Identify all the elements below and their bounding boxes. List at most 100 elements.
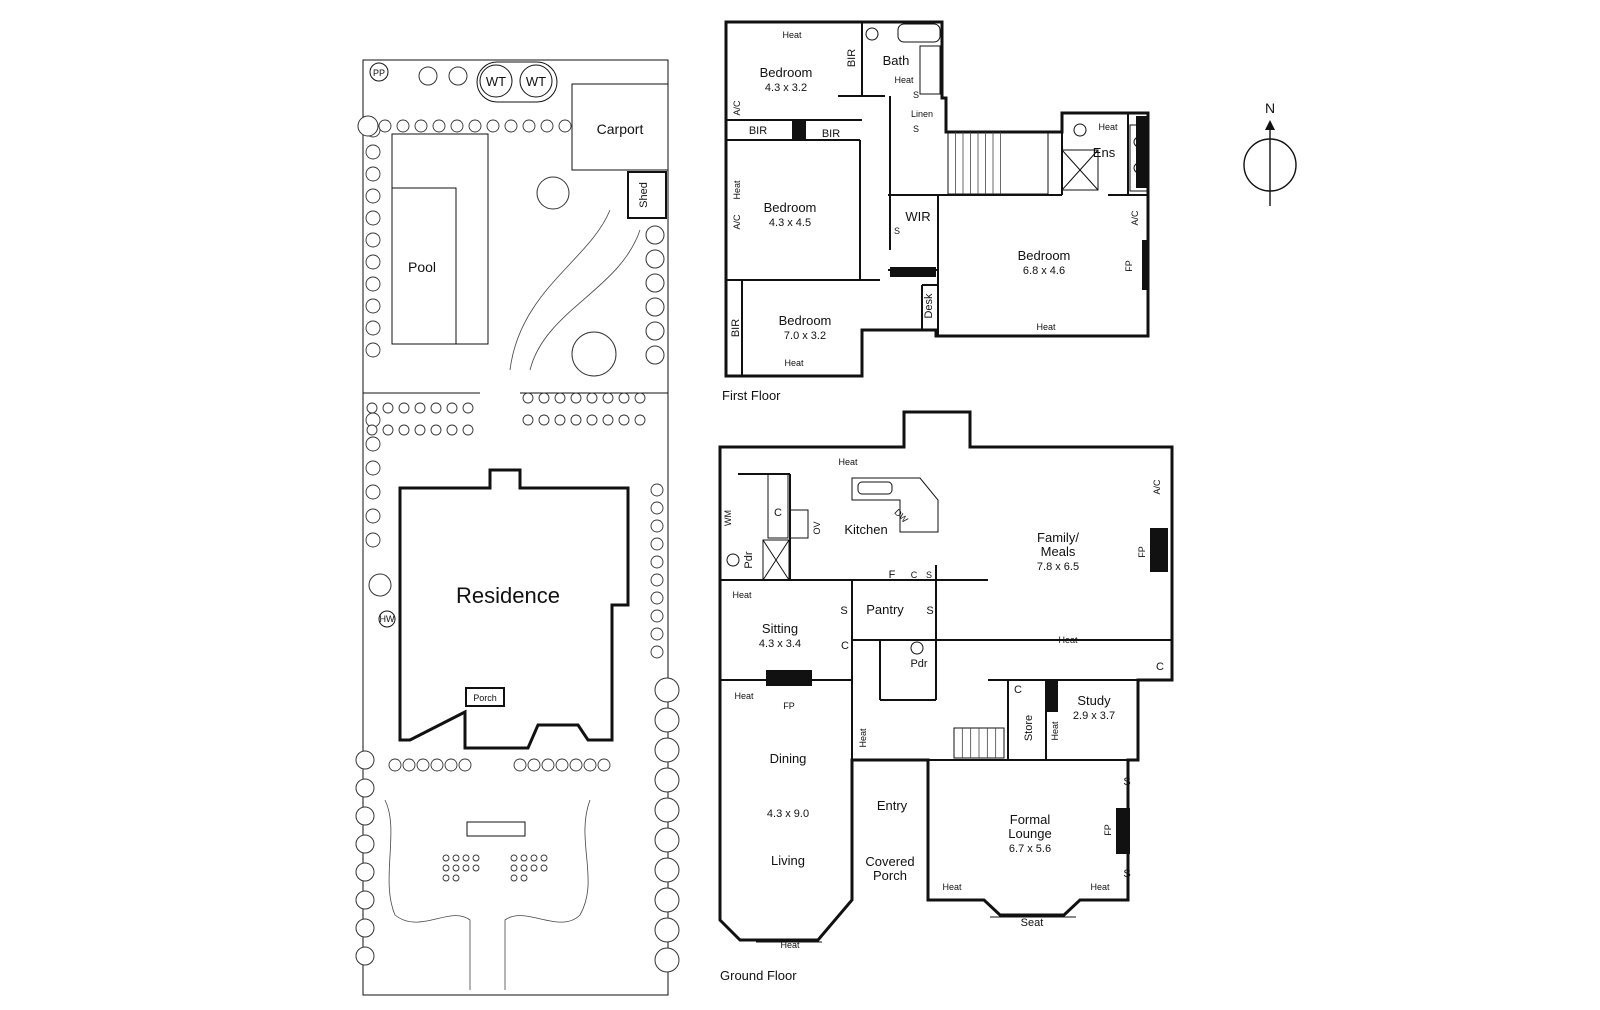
tree-icon (357, 115, 379, 137)
wt-label-1: WT (486, 74, 506, 89)
shrub-icon (382, 402, 394, 414)
shrub-icon (540, 864, 548, 872)
first-floor-caption: First Floor (722, 388, 781, 403)
ff-bath-label: Bath (883, 53, 910, 68)
shrub-icon (365, 254, 381, 270)
shrub-icon (650, 591, 664, 605)
shrub-icon (442, 854, 450, 862)
shrub-icon (365, 276, 381, 292)
ff-wir-label: WIR (905, 209, 930, 224)
shrub-icon (650, 627, 664, 641)
pool-surround (391, 133, 489, 345)
gf-heat-label-2: Heat (732, 590, 752, 600)
gf-family-label-2: Meals (1041, 544, 1076, 559)
tree-icon (645, 249, 665, 269)
gf-s-label-3: S (926, 605, 933, 617)
shrub-icon (520, 864, 528, 872)
ff-s-label-3: S (913, 124, 919, 134)
shrub-icon (416, 758, 430, 772)
gf-fp-label-1: FP (783, 701, 795, 711)
shrub-icon (366, 424, 378, 436)
ff-bedroom1-label: Bedroom (760, 65, 813, 80)
tree-icon (654, 737, 680, 763)
tree-icon (654, 917, 680, 943)
shrub-icon (365, 166, 381, 182)
shrub-icon (366, 402, 378, 414)
first-floor-stairs (947, 131, 1049, 195)
shrub-icon (650, 573, 664, 587)
shrub-icon (365, 298, 381, 314)
gf-c-label-4: C (1156, 661, 1164, 673)
tree-icon (368, 573, 392, 597)
shrub-icon (541, 758, 555, 772)
ff-bedroom2-dim: 4.3 x 4.5 (769, 217, 811, 229)
ff-heat-label-1: Heat (782, 30, 802, 40)
shrub-icon (540, 854, 548, 862)
garden-path (509, 209, 611, 371)
shrub-icon (442, 864, 450, 872)
gf-heat-label-1: Heat (838, 457, 858, 467)
shrub-icon (650, 537, 664, 551)
ground-floor-caption: Ground Floor (720, 968, 797, 983)
shrub-icon (554, 392, 566, 404)
pool (391, 187, 457, 345)
gf-formal-lounge-label-2: Lounge (1008, 826, 1051, 841)
tree-icon (654, 947, 680, 973)
gf-study-dim: 2.9 x 3.7 (1073, 710, 1115, 722)
tree-icon (355, 918, 375, 938)
tree-icon (355, 750, 375, 770)
carport (571, 83, 669, 171)
gf-store-label: Store (1023, 715, 1035, 741)
shrub-icon (618, 392, 630, 404)
shrub-icon (398, 424, 410, 436)
ff-bir-label-2: BIR (822, 128, 840, 140)
shrub-icon (510, 854, 518, 862)
tree-icon (536, 176, 570, 210)
ff-heat-label-2: Heat (894, 75, 914, 85)
gf-s-label-2: S (840, 605, 847, 617)
shrub-icon (462, 854, 470, 862)
ff-bir-label-1: BIR (749, 125, 767, 137)
shrub-icon (444, 758, 458, 772)
gf-covered-porch-label-2: Porch (873, 868, 907, 883)
tree-icon (355, 834, 375, 854)
shrub-icon (650, 609, 664, 623)
tree-icon (571, 331, 617, 377)
shrub-icon (430, 424, 442, 436)
shrub-icon (597, 758, 611, 772)
gf-dining-dim: 4.3 x 9.0 (767, 808, 809, 820)
shrub-icon (458, 758, 472, 772)
shrub-icon (414, 119, 428, 133)
shrub-icon (365, 532, 381, 548)
shrub-icon (365, 144, 381, 160)
shrub-icon (382, 424, 394, 436)
gf-c-label-2: C (841, 640, 849, 652)
shrub-icon (570, 414, 582, 426)
carport-label: Carport (597, 121, 644, 137)
gf-pantry-label: Pantry (866, 602, 904, 617)
gf-heat-label-8: Heat (1090, 882, 1110, 892)
compass-north-label: N (1265, 100, 1275, 116)
shrub-icon (558, 119, 572, 133)
gf-dining-label: Dining (770, 751, 807, 766)
shrub-icon (530, 854, 538, 862)
shrub-icon (650, 519, 664, 533)
shrub-icon (365, 508, 381, 524)
gf-kitchen-label: Kitchen (844, 522, 887, 537)
ff-bedroom1-dim: 4.3 x 3.2 (765, 82, 807, 94)
ff-ac-label-1: A/C (732, 100, 742, 116)
water-tank-2 (519, 64, 553, 98)
tree-icon (654, 767, 680, 793)
gf-fp-label-3: FP (1103, 824, 1113, 836)
gf-heat-label-3: Heat (734, 691, 754, 701)
gf-heat-label-4: Heat (1058, 635, 1078, 645)
shrub-icon (452, 874, 460, 882)
ff-bir-label-4: BIR (730, 319, 742, 337)
shrub-icon (396, 119, 410, 133)
ff-desk-label: Desk (923, 293, 935, 319)
gf-heat-label-5: Heat (858, 728, 868, 748)
ff-ens-label: Ens (1093, 145, 1116, 160)
shrub-icon (650, 483, 664, 497)
shrub-icon (365, 320, 381, 336)
gf-dw-label: DW (892, 507, 910, 525)
